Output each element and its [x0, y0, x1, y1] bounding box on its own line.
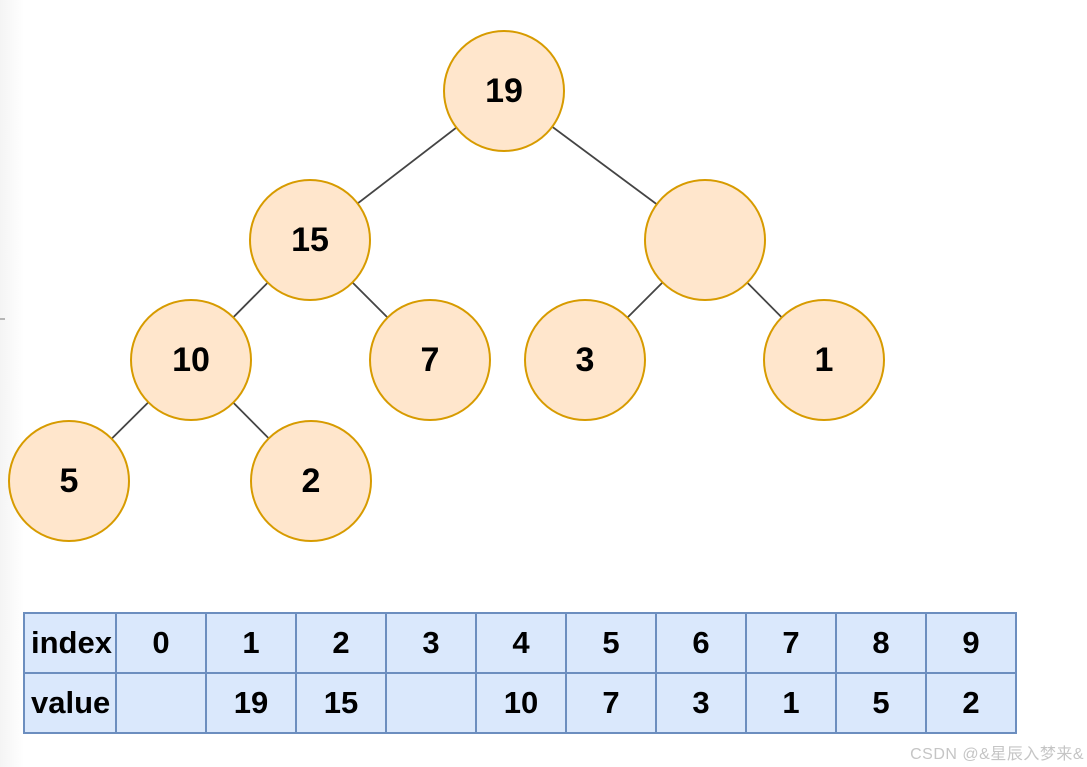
index-cell-5: 5 [565, 612, 657, 674]
index-cell-2: 2 [295, 612, 387, 674]
index-cell-3: 3 [385, 612, 477, 674]
index-cell-4: 4 [475, 612, 567, 674]
value-cell-5: 7 [565, 672, 657, 734]
value-cell-2: 15 [295, 672, 387, 734]
tree-node-root: 19 [443, 30, 565, 152]
tree-node-label: 2 [301, 462, 321, 500]
tree-node-label: 7 [420, 341, 440, 379]
index-cell-1: 1 [205, 612, 297, 674]
value-cell-1: 19 [205, 672, 297, 734]
tree-node-left-right: 7 [369, 299, 491, 421]
table-row-value: value 19 15 10 7 3 1 5 2 [23, 672, 1017, 734]
tree-node-left: 15 [249, 179, 371, 301]
value-cell-3 [385, 672, 477, 734]
tree-node-ll-right: 2 [250, 420, 372, 542]
row-header-index: index [23, 612, 117, 674]
left-edge-tick [0, 318, 5, 320]
tree-node-label: 15 [291, 221, 329, 259]
index-cell-0: 0 [115, 612, 207, 674]
tree-node-ll-left: 5 [8, 420, 130, 542]
tree-node-label: 10 [172, 341, 210, 379]
value-cell-0 [115, 672, 207, 734]
index-cell-8: 8 [835, 612, 927, 674]
value-cell-7: 1 [745, 672, 837, 734]
value-cell-4: 10 [475, 672, 567, 734]
array-table: index 0 1 2 3 4 5 6 7 8 9 value 19 15 10… [23, 612, 1017, 734]
tree-node-label: 3 [575, 341, 595, 379]
tree-node-left-left: 10 [130, 299, 252, 421]
tree-node-label: 1 [814, 341, 834, 379]
value-cell-6: 3 [655, 672, 747, 734]
tree-node-label: 5 [59, 462, 79, 500]
tree-node-right-right: 1 [763, 299, 885, 421]
watermark: CSDN @&星辰入梦来& [910, 746, 1084, 763]
index-cell-6: 6 [655, 612, 747, 674]
index-cell-7: 7 [745, 612, 837, 674]
tree-node-label: 19 [485, 72, 523, 110]
value-cell-8: 5 [835, 672, 927, 734]
table-row-index: index 0 1 2 3 4 5 6 7 8 9 [23, 612, 1017, 674]
tree-node-right-empty [644, 179, 766, 301]
binary-tree-diagram: 19 15 10 7 3 1 5 2 [8, 30, 885, 542]
index-cell-9: 9 [925, 612, 1017, 674]
row-header-value: value [23, 672, 117, 734]
tree-node-right-left: 3 [524, 299, 646, 421]
value-cell-9: 2 [925, 672, 1017, 734]
